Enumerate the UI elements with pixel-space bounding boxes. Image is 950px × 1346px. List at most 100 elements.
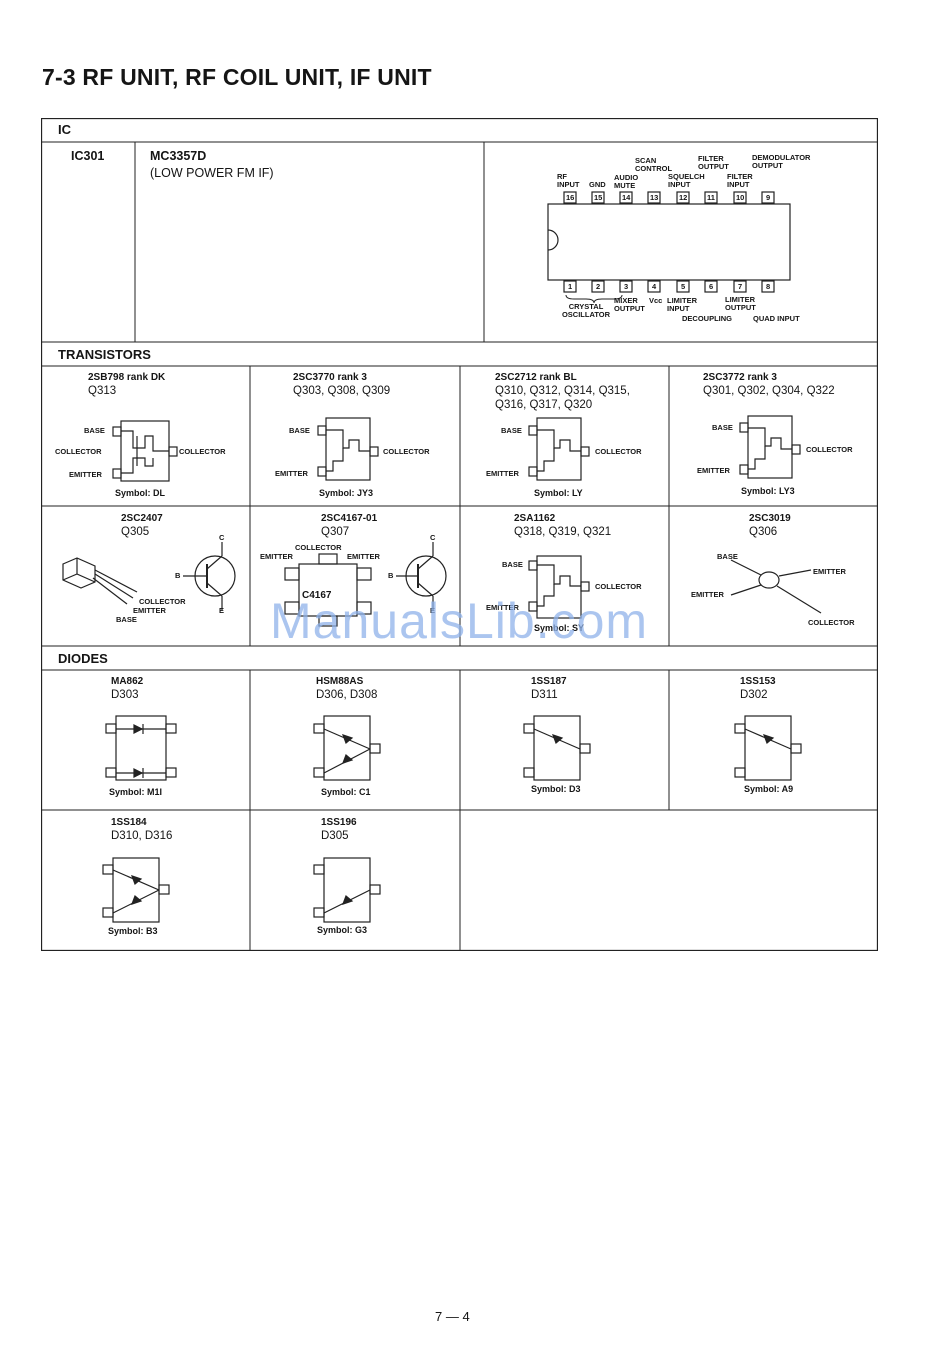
ic-label-demodulator-output: DEMODULATOR OUTPUT [752, 153, 811, 170]
diode-symbol-code: Symbol: D3 [531, 784, 581, 794]
transistor-part: 2SB798 rank DK [88, 372, 166, 383]
pin-label-emitter: EMITTER [133, 606, 166, 615]
pin-label-emitter: EMITTER [260, 552, 293, 561]
transistor-part: 2SC2407 [121, 513, 163, 524]
ic-label-crystal-oscillator: CRYSTAL OSCILLATOR [561, 302, 611, 319]
pin-label-c: C [430, 533, 436, 542]
diode-refs: D302 [740, 689, 768, 701]
diode-symbol-m1i [105, 715, 177, 781]
pin-label-base: BASE [289, 426, 310, 435]
diode-symbol-code: Symbol: A9 [744, 784, 794, 794]
transistor-2sc4167-drawing [284, 542, 447, 627]
transistor-part: 2SC2712 rank BL [495, 372, 577, 383]
pin-label-emitter: EMITTER [697, 466, 730, 475]
transistor-part: 2SC4167-01 [321, 513, 378, 524]
pin-label-collector: COLLECTOR [595, 447, 642, 456]
diode-symbol-d3 [523, 715, 591, 781]
ic-top-pins [563, 191, 775, 204]
diode-symbol-b3 [102, 857, 170, 923]
transistor-refs: Q310, Q312, Q314, Q315, [495, 385, 630, 397]
diode-refs: D303 [111, 689, 139, 701]
section-ic-header: IC [58, 122, 71, 137]
pin-label-base: BASE [717, 552, 738, 561]
transistor-refs: Q301, Q302, Q304, Q322 [703, 385, 835, 397]
transistor-part: 2SC3019 [749, 513, 791, 524]
diode-refs: D310, D316 [111, 830, 173, 842]
table-grid [41, 118, 878, 951]
diode-refs: D311 [531, 689, 558, 701]
pin-label-collector: COLLECTOR [383, 447, 430, 456]
ic-part: MC3357D [150, 149, 207, 163]
ic-ref: IC301 [71, 149, 105, 163]
pin-label-collector: COLLECTOR [179, 447, 226, 456]
diode-symbol-code: Symbol: B3 [108, 926, 158, 936]
diode-part: HSM88AS [316, 676, 364, 687]
transistor-2sc2407-drawing [62, 542, 236, 610]
page-title: 7-3 RF UNIT, RF COIL UNIT, IF UNIT [42, 64, 432, 90]
transistor-part: 2SA1162 [514, 513, 556, 524]
diode-symbol-a9 [734, 715, 802, 781]
ic-bottom-pins [563, 280, 775, 293]
pin-label-base: BASE [84, 426, 105, 435]
diode-symbol-g3 [313, 857, 381, 923]
diode-refs: D306, D308 [316, 689, 378, 701]
ic-label-gnd: GND [589, 180, 606, 189]
transistor-refs: Q306 [749, 526, 778, 538]
diode-symbol-code: Symbol: G3 [317, 925, 368, 935]
pin-label-base: BASE [502, 560, 523, 569]
ic-label-mixer-output: MIXER OUTPUT [614, 296, 645, 313]
diode-part: 1SS153 [740, 676, 776, 687]
diode-part: MA862 [111, 676, 144, 687]
pin-label-collector: COLLECTOR [55, 447, 102, 456]
ic-label-filter-output: FILTER OUTPUT [698, 154, 729, 171]
ic-label-audio-mute: AUDIO MUTE [614, 173, 639, 190]
transistor-symbol-code: Symbol: LY [534, 488, 583, 498]
ic-label-vcc: Vcc [649, 296, 663, 305]
pin-label-collector: COLLECTOR [295, 543, 342, 552]
watermark: ManualsLib.com [270, 593, 649, 649]
pin-label-b: B [175, 571, 181, 580]
transistor-refs-continued: Q316, Q317, Q320 [495, 399, 593, 411]
ic-label-rf-input: RF INPUT [557, 172, 580, 189]
pin-label-e: E [219, 606, 225, 615]
ic-label-decoupling: DECOUPLING [682, 314, 733, 323]
section-diodes-header: DIODES [58, 651, 108, 666]
transistor-symbol-dl [112, 420, 178, 482]
transistor-refs: Q305 [121, 526, 150, 538]
page-number: 7 — 4 [435, 1309, 470, 1324]
transistor-symbol-ly3 [739, 415, 801, 479]
pin-label-emitter: EMITTER [813, 567, 846, 576]
transistor-symbol-jy3 [317, 417, 379, 481]
diode-symbol-code: Symbol: M1I [109, 787, 163, 797]
transistor-symbol-code: Symbol: DL [115, 488, 166, 498]
ic-label-limiter-output: LIMITER OUTPUT [725, 295, 756, 312]
pin-label-emitter: EMITTER [347, 552, 380, 561]
pin-label-base: BASE [712, 423, 733, 432]
transistor-refs: Q307 [321, 526, 350, 538]
transistor-symbol-code: Symbol: JY3 [319, 488, 374, 498]
pin-label-base: BASE [501, 426, 522, 435]
pin-label-collector: COLLECTOR [808, 618, 855, 627]
diode-refs: D305 [321, 830, 349, 842]
ic-description: (LOW POWER FM IF) [150, 166, 274, 180]
ic-label-quad-input: QUAD INPUT [753, 314, 800, 323]
transistor-part: 2SC3772 rank 3 [703, 372, 777, 383]
component-table: IC TRANSISTORS DIODES IC301 MC3357D (LOW… [41, 118, 878, 951]
ic-label-squelch-input: SQUELCH INPUT [668, 172, 705, 189]
ic-package-drawing [547, 191, 791, 304]
transistor-symbol-sy [528, 555, 590, 619]
section-transistors-header: TRANSISTORS [58, 347, 151, 362]
pin-label-base: BASE [116, 615, 137, 624]
ic-label-limiter-input: LIMITER INPUT [667, 296, 697, 313]
diode-symbol-code: Symbol: C1 [321, 787, 371, 797]
transistor-refs: Q313 [88, 385, 117, 397]
diode-part: 1SS187 [531, 676, 567, 687]
pin-label-emitter: EMITTER [486, 603, 519, 612]
transistor-part: 2SC3770 rank 3 [293, 372, 367, 383]
diode-part: 1SS184 [111, 817, 147, 828]
pin-label-collector: COLLECTOR [806, 445, 853, 454]
pin-label-emitter: EMITTER [275, 469, 308, 478]
pin-label-emitter: EMITTER [486, 469, 519, 478]
pin-label-emitter: EMITTER [691, 590, 724, 599]
pin-label-collector: COLLECTOR [595, 582, 642, 591]
